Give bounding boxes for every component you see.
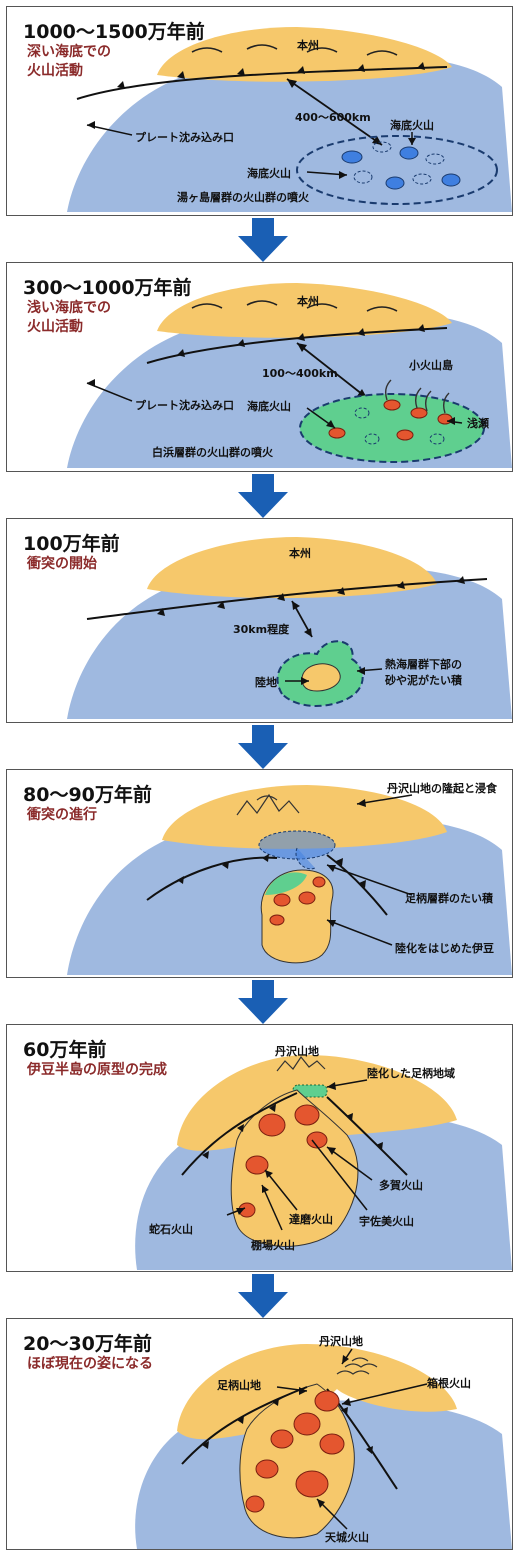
label-distance: 100〜400km (262, 367, 338, 380)
stage-description: 衝突の開始 (27, 556, 97, 572)
down-arrow-icon (238, 1274, 288, 1318)
stage-description: 衝突の進行 (27, 807, 97, 823)
label-taga: 多賀火山 (379, 1179, 423, 1192)
stage-description: 浅い海底での (27, 300, 111, 316)
label-sediment: 砂や泥がたい積 (385, 674, 462, 687)
label-tanzawa: 丹沢山地の隆起と浸食 (387, 782, 497, 795)
stage-era: 80〜90万年前 (23, 784, 152, 806)
stage-6-illustration (135, 1344, 512, 1549)
label-usami: 宇佐美火山 (359, 1215, 414, 1228)
stage-description: 火山活動 (27, 63, 83, 79)
label-plate-subduction: プレート沈み込み口 (135, 131, 234, 144)
stage-era: 60万年前 (23, 1039, 107, 1061)
stage-panel-4: 80〜90万年前 衝突の進行 丹沢山地の隆起と浸食 足柄層群のたい積 陸化をはじ… (6, 769, 513, 978)
stage-1-illustration (67, 27, 512, 212)
down-arrow-icon (238, 474, 288, 518)
label-jaishi: 蛇石火山 (149, 1223, 193, 1236)
stage-5-illustration (135, 1055, 512, 1270)
label-ashigara: 足柄山地 (217, 1379, 261, 1392)
stage-panel-3: 100万年前 衝突の開始 本州 30km程度 陸地 熱海層群下部の 砂や泥がたい… (6, 518, 513, 723)
stage-era: 100万年前 (23, 533, 120, 555)
stage-panel-1: 1000〜1500万年前 深い海底での 火山活動 本州 400〜600km プレ… (6, 6, 513, 216)
label-sediment: 熱海層群下部の (385, 658, 462, 671)
label-islet: 小火山島 (409, 359, 453, 372)
label-hakone: 箱根火山 (427, 1377, 471, 1390)
label-ashigara-land: 陸化した足柄地域 (367, 1067, 455, 1080)
stage-2-illustration (67, 283, 512, 468)
label-tanaba: 棚場火山 (251, 1239, 295, 1252)
label-tanzawa: 丹沢山地 (319, 1335, 363, 1348)
label-eruption: 白浜層群の火山群の噴火 (152, 446, 273, 459)
label-honshu: 本州 (289, 547, 311, 560)
label-eruption: 湯ヶ島層群の火山群の噴火 (177, 191, 309, 204)
stage-3-illustration (67, 537, 512, 719)
down-arrow-icon (238, 725, 288, 769)
label-honshu: 本州 (297, 295, 319, 308)
stage-description: 深い海底での (27, 44, 111, 60)
stage-description: 火山活動 (27, 319, 83, 335)
stage-panel-5: 60万年前 伊豆半島の原型の完成 丹沢山地 陸化した足柄地域 多賀火山 達磨火山… (6, 1024, 513, 1272)
stage-description: ほぼ現在の姿になる (27, 1356, 153, 1372)
label-seamount: 海底火山 (247, 400, 291, 413)
label-plate-subduction: プレート沈み込み口 (135, 399, 234, 412)
stage-panel-2: 300〜1000万年前 浅い海底での 火山活動 本州 100〜400km プレー… (6, 262, 513, 472)
label-ashigara: 足柄層群のたい積 (405, 892, 493, 905)
down-arrow-icon (238, 980, 288, 1024)
stage-era: 300〜1000万年前 (23, 277, 192, 299)
stage-description: 伊豆半島の原型の完成 (27, 1062, 167, 1078)
stage-4-illustration (67, 785, 512, 975)
label-land: 陸地 (255, 676, 277, 689)
down-arrow-icon (238, 218, 288, 262)
label-amagi: 天城火山 (325, 1531, 369, 1544)
stage-panel-6: 20〜30万年前 ほぼ現在の姿になる 丹沢山地 足柄山地 箱根火山 天城火山 (6, 1318, 513, 1550)
label-distance: 400〜600km (295, 111, 371, 124)
label-distance: 30km程度 (233, 623, 290, 636)
label-shallows: 浅瀬 (467, 417, 489, 430)
label-seamount: 海底火山 (390, 119, 434, 132)
label-izu: 陸化をはじめた伊豆 (395, 942, 494, 955)
stage-era: 1000〜1500万年前 (23, 21, 205, 43)
stage-era: 20〜30万年前 (23, 1333, 152, 1355)
label-honshu: 本州 (297, 39, 319, 52)
label-daruma: 達磨火山 (289, 1213, 333, 1226)
label-tanzawa: 丹沢山地 (275, 1045, 319, 1058)
label-seamount: 海底火山 (247, 167, 291, 180)
